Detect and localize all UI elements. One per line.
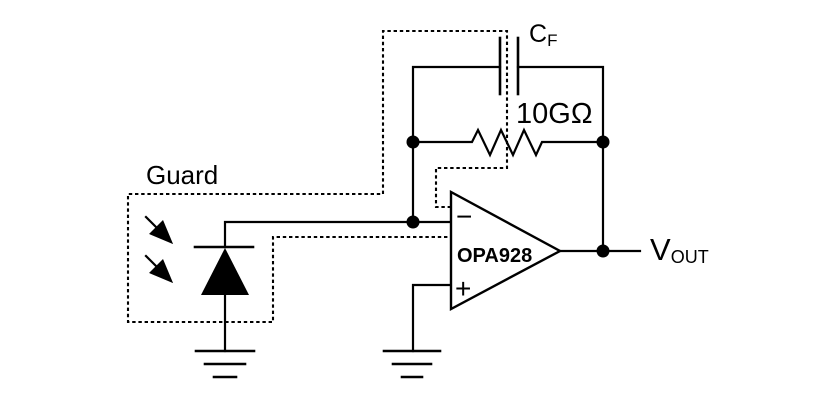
wire-feedback-left (411, 65, 502, 224)
capacitor-label-sub: F (547, 31, 557, 50)
guard-ring-trace (126, 29, 509, 324)
feedback-resistor-symbol (411, 127, 605, 158)
photodiode-symbol (144, 215, 255, 295)
junction-dot-feedback-left (406, 135, 420, 149)
inverting-input-label: − (456, 201, 472, 232)
wire-photodiode-to-inverting-input (223, 220, 453, 249)
junction-dot-output (596, 244, 610, 258)
vout-label-main: V (650, 232, 671, 267)
ground-symbol-photodiode (194, 349, 256, 379)
junction-dot-feedback-right (596, 135, 610, 149)
capacitor-label: CF (529, 20, 557, 50)
vout-label-sub: OUT (671, 247, 709, 267)
opamp-triangle (449, 189, 563, 311)
vout-label: VOUT (650, 232, 709, 267)
feedback-capacitor-symbol (498, 36, 520, 96)
capacitor-label-main: C (529, 20, 547, 48)
opamp-symbol: − + OPA928 (449, 189, 563, 311)
wire-noninverting-to-ground (411, 283, 453, 353)
ground-symbol-opamp (382, 349, 442, 379)
noninverting-input-label: + (455, 273, 471, 304)
light-arrow-icon (144, 254, 174, 284)
guard-label: Guard (146, 160, 218, 190)
junction-dot-inverting-input (406, 215, 420, 229)
resistor-value-label: 10GΩ (516, 98, 593, 130)
light-arrow-icon (144, 215, 174, 245)
opamp-part-label: OPA928 (457, 245, 532, 267)
photodiode-triangle (201, 248, 249, 295)
wire-feedback-right (516, 65, 605, 253)
